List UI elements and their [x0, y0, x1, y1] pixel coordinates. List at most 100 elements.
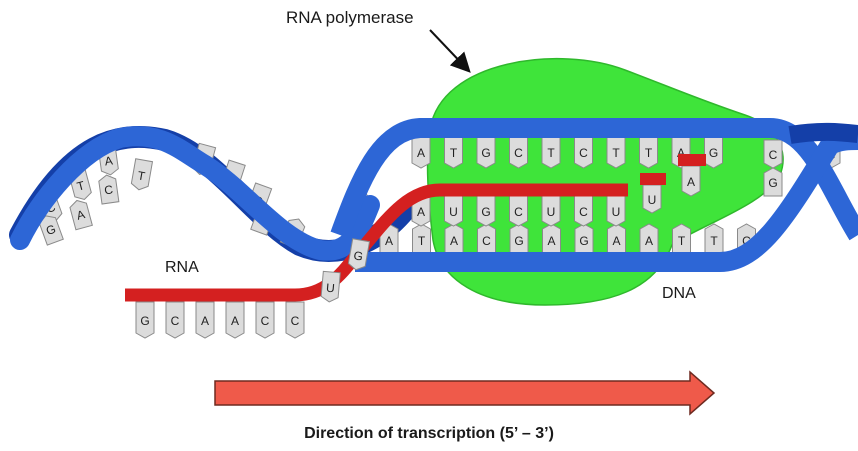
base-letter: U: [612, 205, 621, 219]
rna-bases: G U G C A A C C: [135, 238, 371, 339]
coding-base-tile: G: [704, 135, 723, 169]
base-letter: C: [482, 234, 491, 248]
base-letter: G: [579, 234, 588, 248]
base-letter: C: [769, 148, 778, 162]
base-letter: A: [201, 314, 209, 328]
rna-label: RNA: [165, 259, 199, 276]
base-letter: A: [645, 234, 653, 248]
incoming-nucleotide-bar-1: [640, 173, 666, 185]
base-letter: T: [678, 234, 686, 248]
coding-base-tile: T: [606, 135, 626, 169]
base-letter: A: [612, 234, 620, 248]
base-letter: T: [710, 234, 718, 248]
base-letter: G: [709, 146, 718, 160]
coding-base-tile: T: [639, 135, 658, 169]
rna-base-tile: C: [509, 195, 528, 227]
base-letter: A: [231, 314, 239, 328]
rna-base-tile: G: [476, 195, 496, 227]
coding-base-tile: A: [411, 135, 431, 169]
right-end-base-tile: C: [763, 139, 783, 169]
dna-right-end-strand: [788, 122, 858, 144]
coding-base-tile: T: [541, 135, 561, 169]
base-letter: U: [547, 205, 556, 219]
base-letter: G: [481, 146, 490, 160]
dna-front-strand-left: [10, 126, 380, 261]
base-letter: A: [547, 234, 555, 248]
base-letter: G: [353, 248, 365, 263]
base-letter: U: [325, 281, 335, 296]
base-letter: T: [450, 146, 458, 160]
coding-base-tile: T: [444, 135, 463, 169]
base-tile: T: [130, 158, 154, 191]
base-tile: C: [98, 174, 120, 205]
coding-base-tile: C: [574, 135, 593, 169]
base-letter: C: [579, 205, 588, 219]
base-letter: C: [742, 234, 751, 248]
base-letter: A: [75, 207, 86, 223]
rna-exit-base-tile: G: [347, 238, 371, 271]
rna-tail-base-tile: A: [225, 301, 245, 339]
template-base-tile: A: [444, 223, 464, 257]
base-letter: C: [171, 314, 180, 328]
base-letter: G: [768, 176, 777, 190]
rna-tail-base-tile: A: [195, 301, 215, 339]
base-letter: C: [261, 314, 270, 328]
base-letter: G: [514, 234, 523, 248]
rna-tail-base-tile: C: [165, 301, 185, 339]
rna-base-tile: C: [574, 195, 593, 227]
rna-tail-base-tile: G: [135, 301, 155, 339]
incoming-nucleotide-tile: A: [681, 165, 701, 197]
base-letter: C: [291, 314, 300, 328]
base-letter: A: [687, 175, 695, 189]
template-base-tile: A: [542, 223, 561, 257]
rna-base-tile: U: [444, 195, 463, 227]
template-base-tile: T: [672, 223, 691, 257]
dna-coding-strand: [330, 118, 858, 241]
coding-base-tile: G: [476, 135, 496, 169]
base-tile: A: [69, 199, 93, 231]
base-letter: U: [449, 205, 458, 219]
base-letter: C: [514, 146, 523, 160]
direction-label: Direction of transcription (5’ – 3’): [304, 425, 554, 442]
base-letter: U: [648, 193, 657, 207]
rna-tail-base-tile: C: [285, 301, 305, 339]
template-base-tile: G: [574, 223, 594, 257]
base-letter: T: [418, 234, 426, 248]
template-base-tile: C: [477, 223, 496, 257]
base-letter: G: [140, 314, 149, 328]
base-letter: C: [103, 182, 114, 197]
base-letter: A: [385, 234, 393, 248]
rna-exit-base-tile: U: [320, 270, 341, 303]
base-letter: T: [645, 146, 653, 160]
dna-label: DNA: [662, 285, 696, 302]
template-base-tile: T: [412, 223, 431, 257]
coding-base-tile: C: [509, 135, 528, 169]
base-letter: A: [104, 154, 114, 169]
incoming-nucleotide-tile: U: [642, 184, 662, 214]
base-letter: T: [136, 168, 146, 183]
base-tile: G: [38, 215, 64, 246]
template-base-tile: T: [704, 223, 724, 257]
rna-polymerase-label: RNA polymerase: [286, 8, 414, 27]
base-letter: A: [450, 234, 458, 248]
base-letter: C: [579, 146, 588, 160]
base-letter: G: [44, 222, 58, 238]
base-letter: T: [75, 178, 86, 194]
base-letter: T: [547, 146, 555, 160]
template-base-tile: A: [607, 223, 626, 257]
rna-base-tile: U: [606, 195, 626, 227]
direction-arrow: [214, 370, 716, 416]
template-base-tile: G: [509, 223, 529, 257]
base-letter: A: [417, 205, 425, 219]
base-letter: T: [612, 146, 620, 160]
rna-base-tile: U: [541, 195, 561, 227]
base-letter: A: [417, 146, 425, 160]
right-end-base-tile: G: [763, 167, 783, 197]
template-base-tile: A: [639, 223, 659, 257]
incoming-nucleotide-bar-2: [678, 154, 706, 166]
base-letter: C: [514, 205, 523, 219]
rna-tail-base-tile: C: [255, 301, 275, 339]
base-letter: A: [677, 146, 685, 160]
polymerase-pointer-arrow: [429, 29, 471, 73]
